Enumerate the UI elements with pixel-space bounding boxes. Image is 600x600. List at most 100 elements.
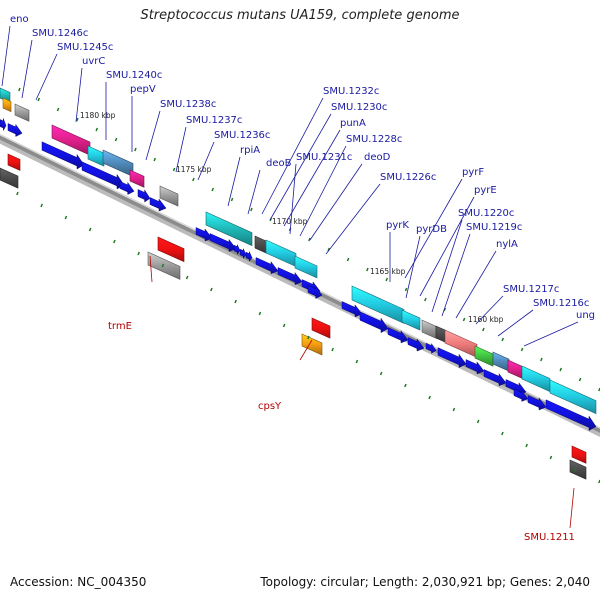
leader-line — [569, 487, 575, 529]
tick-dot — [211, 187, 215, 192]
cog-box — [254, 235, 268, 254]
tick-dot — [525, 443, 528, 448]
cog-box — [421, 319, 437, 339]
gene-arrow — [149, 197, 167, 212]
leader-line — [441, 233, 471, 317]
leader-line — [261, 97, 324, 215]
tick-dot — [331, 347, 334, 352]
leader-line — [497, 309, 534, 337]
leader-line — [325, 183, 381, 255]
scale-label: 1160 kbp — [468, 315, 504, 324]
gene-label: ung — [576, 310, 595, 321]
gene-arrow — [245, 251, 253, 263]
gene-label: SMU.1217c — [503, 284, 559, 295]
tick-dot — [424, 297, 427, 302]
tick-dot — [16, 191, 19, 196]
gene-label: pyrDB — [416, 224, 447, 235]
gene-arrow — [137, 189, 151, 203]
cog-box — [205, 211, 253, 247]
gene-label: SMU.1245c — [57, 42, 113, 53]
tick-dot — [282, 323, 286, 328]
leader-line — [1, 25, 11, 87]
leader-line — [455, 250, 497, 319]
leader-line — [35, 53, 58, 101]
tick-dot — [578, 377, 582, 382]
leader-line — [309, 163, 363, 241]
cog-box — [129, 169, 145, 188]
cog-box — [311, 317, 331, 339]
cog-box — [147, 251, 181, 280]
gene-arrow — [527, 395, 547, 411]
tick-dot — [230, 197, 234, 202]
tick-dot — [234, 299, 237, 304]
gene-label: punA — [340, 118, 366, 129]
tick-dot — [476, 419, 480, 424]
gene-label: pyrF — [462, 167, 484, 178]
tick-dot — [428, 395, 431, 400]
cog-box — [569, 459, 587, 480]
cog-box — [0, 167, 19, 189]
tick-dot — [452, 407, 456, 412]
cog-box — [14, 103, 30, 122]
leader-line — [475, 295, 504, 325]
tick-dot — [18, 87, 21, 92]
tick-dot — [56, 107, 60, 112]
tick-dot — [559, 367, 563, 372]
cog-box — [159, 185, 179, 207]
tick-dot — [540, 357, 543, 362]
gene-label: SMU.1211 — [524, 532, 575, 543]
gene-arrow — [41, 141, 85, 170]
gene-label: SMU.1232c — [323, 86, 379, 97]
cog-box — [301, 333, 323, 356]
leader-line — [247, 169, 261, 215]
leader-line — [419, 196, 475, 297]
tick-dot — [549, 455, 553, 460]
gene-arrow — [307, 285, 323, 299]
gene-arrow — [239, 248, 247, 260]
gene-arrow — [7, 123, 23, 137]
gene-arrow — [407, 337, 425, 352]
tick-dot — [482, 327, 485, 332]
gene-label: SMU.1228c — [346, 134, 402, 145]
tick-dot — [366, 267, 369, 272]
gene-label: SMU.1240c — [106, 70, 162, 81]
leader-line — [145, 110, 161, 161]
leader-line — [149, 255, 153, 283]
gene-label: uvrC — [82, 56, 105, 67]
gene-label: SMU.1230c — [331, 102, 387, 113]
tick-dot — [385, 277, 389, 282]
tick-dot — [88, 227, 92, 232]
topology-label: Topology: circular; Length: 2,030,921 bp… — [260, 575, 590, 589]
tick-dot — [64, 215, 68, 220]
tick-dot — [185, 275, 189, 280]
tick-dot — [379, 371, 383, 376]
gene-arrow — [465, 359, 485, 375]
cog-box — [157, 236, 185, 263]
gene-label: SMU.1216c — [533, 298, 589, 309]
gene-arrow — [483, 369, 507, 387]
gene-label: trmE — [108, 321, 132, 332]
gene-label: SMU.1219c — [466, 222, 522, 233]
cog-box — [294, 255, 318, 279]
tick-dot — [501, 337, 505, 342]
gene-label: eno — [10, 14, 29, 25]
cog-box — [2, 97, 12, 113]
cog-box — [571, 445, 587, 464]
leader-line — [175, 126, 187, 173]
cog-box — [474, 345, 494, 367]
tick-dot — [161, 263, 165, 268]
leader-line — [431, 219, 463, 313]
leader-line — [269, 113, 332, 221]
cog-box — [507, 359, 523, 379]
accession-label: Accession: NC_004350 — [10, 575, 147, 589]
gene-label: SMU.1246c — [32, 28, 88, 39]
gene-arrow — [277, 267, 303, 286]
gene-arrow — [513, 388, 529, 402]
tick-dot — [192, 177, 195, 182]
tick-dot — [346, 257, 350, 262]
leader-line — [21, 39, 33, 99]
tick-dot — [76, 117, 79, 122]
tick-dot — [404, 287, 408, 292]
tick-dot — [462, 317, 466, 322]
tick-dot — [172, 167, 176, 172]
